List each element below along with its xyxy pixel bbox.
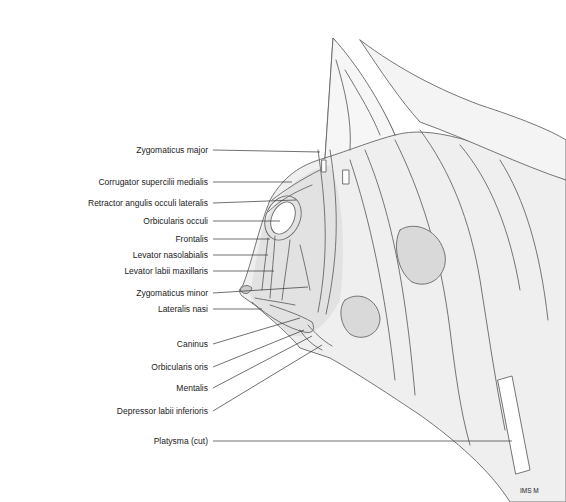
ear xyxy=(325,38,395,158)
eye xyxy=(266,198,300,238)
leader-line xyxy=(213,255,268,256)
muscle-label: Orbicularis occuli xyxy=(143,216,208,226)
muscle-label: Caninus xyxy=(177,339,208,349)
leader-line xyxy=(213,150,320,152)
eye-ring xyxy=(258,190,308,246)
muscle-label: Levator labii maxillaris xyxy=(124,266,208,276)
levator-muscles xyxy=(262,236,290,300)
muscle-label: Levator nasolabialis xyxy=(133,250,208,260)
gland xyxy=(341,296,380,337)
pin xyxy=(343,170,349,184)
neck-region xyxy=(240,38,566,502)
orbicularis-oris xyxy=(252,302,314,333)
skin-flap xyxy=(360,40,566,180)
muscle-label: Orbicularis oris xyxy=(151,362,208,372)
muscle-label: Depressor labii inferioris xyxy=(117,406,208,416)
leader-line xyxy=(213,271,274,272)
muscle-label: Lateralis nasi xyxy=(158,304,208,314)
leader-line xyxy=(213,200,296,203)
leader-line xyxy=(213,441,512,442)
gland xyxy=(396,226,445,284)
platysma-cut xyxy=(498,376,530,474)
zygomaticus-major xyxy=(318,150,336,314)
pin xyxy=(322,160,326,172)
neck-muscle xyxy=(395,140,470,445)
leader-line xyxy=(213,318,300,344)
leader-line xyxy=(213,239,270,240)
leader-line xyxy=(213,287,308,293)
muscle-label: Corrugator supercilii medialis xyxy=(98,177,208,187)
muscle-label: Retractor angulis occuli lateralis xyxy=(88,198,208,208)
zygomaticus-minor xyxy=(300,245,310,290)
chin-muscles xyxy=(300,325,332,350)
leader-line xyxy=(213,330,304,367)
leader-line xyxy=(213,336,312,388)
leader-line xyxy=(213,182,292,183)
whisker-pad xyxy=(255,298,295,305)
ear-fold xyxy=(336,60,380,150)
leader-line xyxy=(213,345,322,411)
neck-muscle xyxy=(460,145,548,320)
muscle-label: Mentalis xyxy=(176,383,208,393)
face-shading xyxy=(250,165,343,336)
leader-line xyxy=(213,221,280,222)
nose xyxy=(240,286,252,294)
muscle-label: Frontalis xyxy=(175,234,208,244)
muscle-label: Zygomaticus minor xyxy=(136,288,208,298)
leader-line xyxy=(213,309,262,310)
frontalis xyxy=(268,170,320,212)
muscle-label: Platysma (cut) xyxy=(154,436,208,446)
signature: IMS M xyxy=(520,486,539,496)
muscle-label: Zygomaticus major xyxy=(136,145,208,155)
